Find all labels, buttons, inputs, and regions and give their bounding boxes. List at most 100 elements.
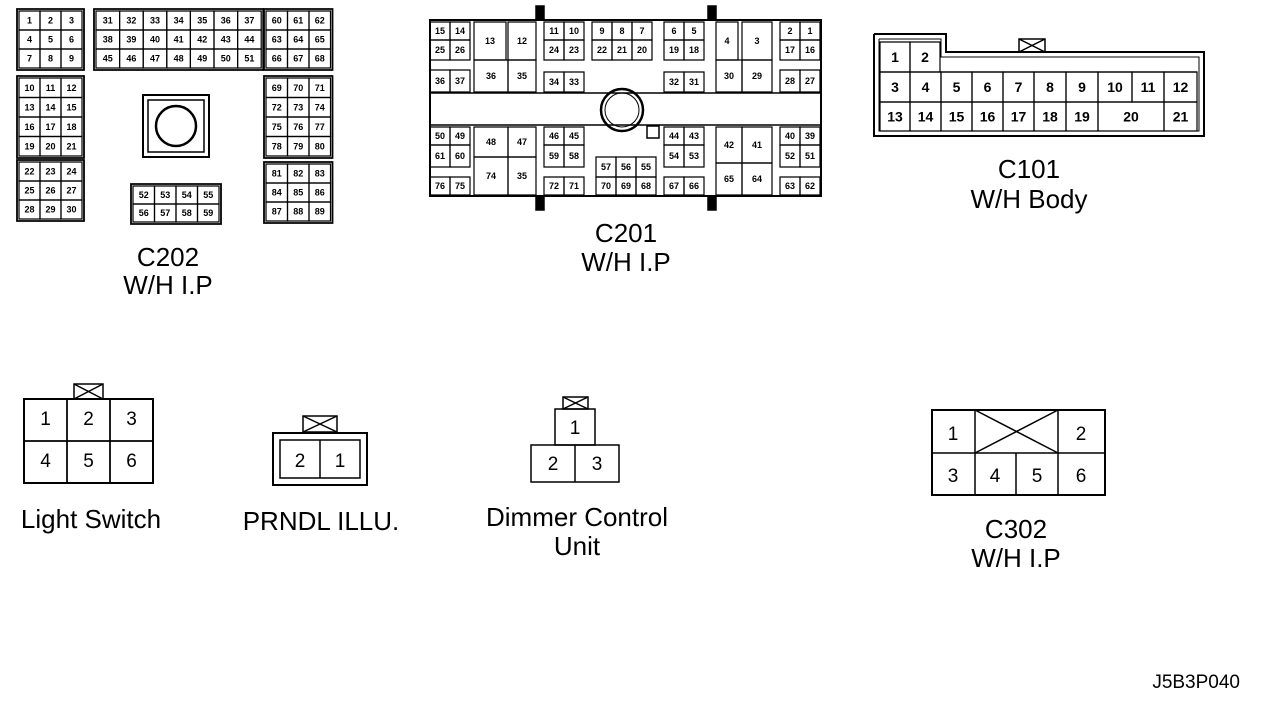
c201-pin: 65 (724, 174, 734, 184)
c201-pin: 19 (669, 45, 679, 55)
c201-pin-cell (800, 40, 820, 60)
c202-pin: 62 (315, 16, 325, 26)
c201-pin: 57 (601, 162, 611, 172)
c202-pin: 45 (103, 54, 113, 64)
c201-key (647, 126, 659, 138)
c201-pin: 2 (787, 26, 792, 36)
c101-pin-cell (1164, 102, 1197, 131)
c201-pin: 66 (689, 181, 699, 191)
c101-pin: 18 (1042, 109, 1058, 125)
c202-pin: 17 (45, 122, 55, 132)
c201-pin: 50 (435, 131, 445, 141)
c201-pin: 34 (549, 77, 559, 87)
prndl-name: PRNDL ILLU. (243, 506, 400, 536)
c201-pin-cell (684, 145, 704, 167)
c202-socket-frame (143, 95, 209, 157)
c201-pin: 35 (517, 71, 527, 81)
c201-pin: 72 (549, 181, 559, 191)
c201-pin: 29 (752, 71, 762, 81)
c101-pin: 19 (1074, 109, 1090, 125)
c202-pin: 12 (66, 83, 76, 93)
c101-pin: 10 (1107, 79, 1123, 95)
c101-pin: 5 (953, 79, 961, 95)
c201-pin: 18 (689, 45, 699, 55)
c201-pin-cell (800, 177, 820, 195)
c201-pin: 44 (669, 131, 679, 141)
c202-pin: 24 (66, 167, 76, 177)
c202-pin: 11 (46, 83, 56, 93)
c101-pin: 8 (1046, 79, 1054, 95)
c202-pin: 40 (150, 35, 160, 45)
c201-pin-cell (508, 60, 536, 92)
c202-pin: 35 (197, 16, 207, 26)
c202-pin: 50 (221, 54, 231, 64)
c202-pin: 79 (293, 141, 303, 151)
c202-pin: 64 (293, 35, 303, 45)
light-switch-pin: 4 (40, 451, 51, 472)
c202-socket-circle (156, 106, 196, 146)
c202-pin: 32 (126, 16, 136, 26)
c201-pin: 59 (549, 151, 559, 161)
c201-latch-bl (536, 196, 544, 210)
figure-code: J5B3P040 (1152, 672, 1240, 693)
prndl-pin: 1 (335, 451, 346, 472)
c201-pin: 63 (785, 181, 795, 191)
c202-pin: 9 (69, 54, 74, 64)
c202-pin: 76 (293, 122, 303, 132)
c201-pin: 54 (669, 151, 679, 161)
c202-pin: 52 (139, 190, 149, 200)
c202-pin: 83 (315, 169, 325, 179)
c202-pin: 42 (197, 35, 207, 45)
c201-pin: 62 (805, 181, 815, 191)
light-switch-pin: 2 (83, 409, 94, 430)
c201-center-socket-inner (605, 93, 639, 127)
c202-pin: 71 (315, 83, 325, 93)
c202-pin: 16 (24, 122, 34, 132)
c201-pin: 60 (455, 151, 465, 161)
c202-pin: 25 (24, 186, 34, 196)
light-switch-name: Light Switch (21, 504, 161, 534)
c101-lock-x2 (1019, 39, 1045, 52)
dimmer-pin: 2 (548, 454, 559, 475)
c201-pin: 26 (455, 45, 465, 55)
c202-pin: 18 (66, 122, 76, 132)
prndl-lock-x2 (303, 416, 337, 432)
c202-pin: 36 (221, 16, 231, 26)
c101-pin: 3 (891, 79, 899, 95)
c202-pin: 31 (103, 16, 113, 26)
c202-pin: 37 (244, 16, 254, 26)
c202-block-frame (17, 160, 84, 221)
c101-outline-inner (879, 39, 1199, 131)
c202-block-frame (131, 184, 221, 224)
c201-pin-cell (508, 157, 536, 195)
c201-pin: 30 (724, 71, 734, 81)
c202-pin: 20 (45, 141, 55, 151)
c202-pin: 65 (315, 35, 325, 45)
c201-center-socket (601, 89, 643, 131)
c202-pin: 1 (27, 16, 32, 26)
connector-c302: 1 2 3 4 5 6 C302 W/H I.P (932, 410, 1105, 573)
c202-pin: 27 (66, 186, 76, 196)
c201-pin: 49 (455, 131, 465, 141)
c201-pin: 24 (549, 45, 559, 55)
c101-harness: W/H Body (970, 184, 1087, 214)
c201-pin: 47 (517, 137, 527, 147)
c202-pin: 67 (293, 54, 303, 64)
c201-pin-cell (742, 60, 772, 92)
c101-pin: 15 (949, 109, 965, 125)
c101-pin: 14 (918, 109, 934, 125)
c202-pin: 84 (272, 188, 282, 198)
c202-pin: 13 (24, 102, 34, 112)
c302-pin: 1 (948, 424, 959, 445)
c201-pin-cell (450, 145, 470, 167)
dimmer-pin: 1 (570, 418, 581, 439)
c202-pin: 72 (272, 102, 282, 112)
c101-pin: 16 (980, 109, 996, 125)
c202-pin: 57 (160, 208, 170, 218)
c201-harness: W/H I.P (581, 247, 671, 277)
c101-pin: 21 (1173, 109, 1189, 125)
